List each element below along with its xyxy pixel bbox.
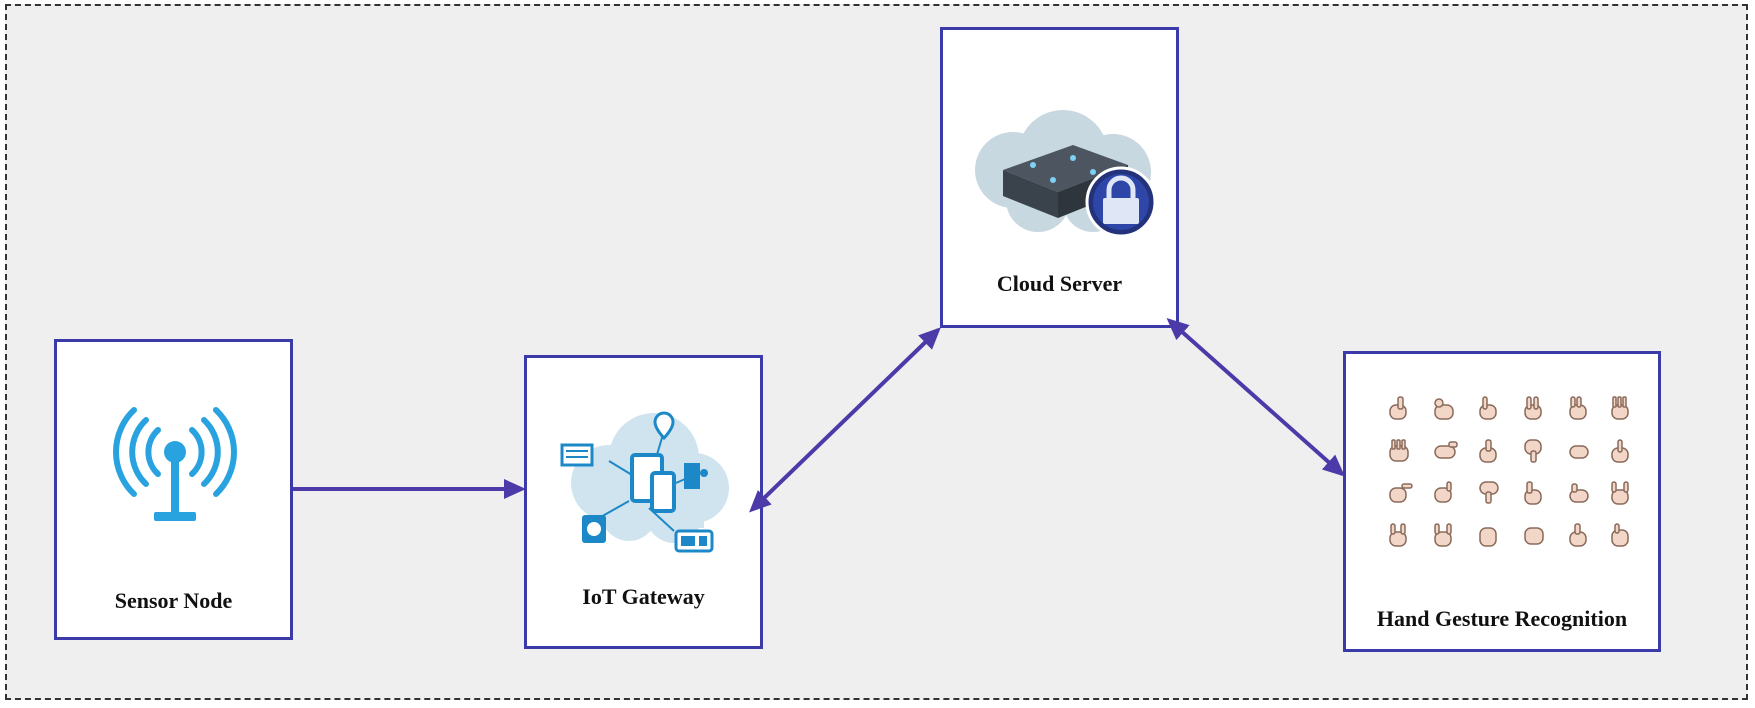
sensor-node-label: Sensor Node xyxy=(114,588,233,613)
cloud-lock-icon xyxy=(975,110,1157,238)
iot-gateway-box: IoT Gateway xyxy=(524,355,763,649)
arrow-gateway-cloud xyxy=(749,327,941,513)
hand-gesture-label: Hand Gesture Recognition xyxy=(1376,606,1628,631)
sensor-node-box: Sensor Node xyxy=(54,339,293,640)
cloud-server-label: Cloud Server xyxy=(996,271,1123,296)
antenna-icon xyxy=(113,407,237,521)
hand-gesture-box: Hand Gesture Recognition xyxy=(1343,351,1661,652)
hand-gestures-icon xyxy=(1389,396,1629,547)
arrow-cloud-gesture xyxy=(1166,318,1345,477)
iot-cloud-devices-icon xyxy=(560,411,729,553)
iot-gateway-label: IoT Gateway xyxy=(582,584,705,609)
cloud-server-box: Cloud Server xyxy=(940,27,1179,328)
